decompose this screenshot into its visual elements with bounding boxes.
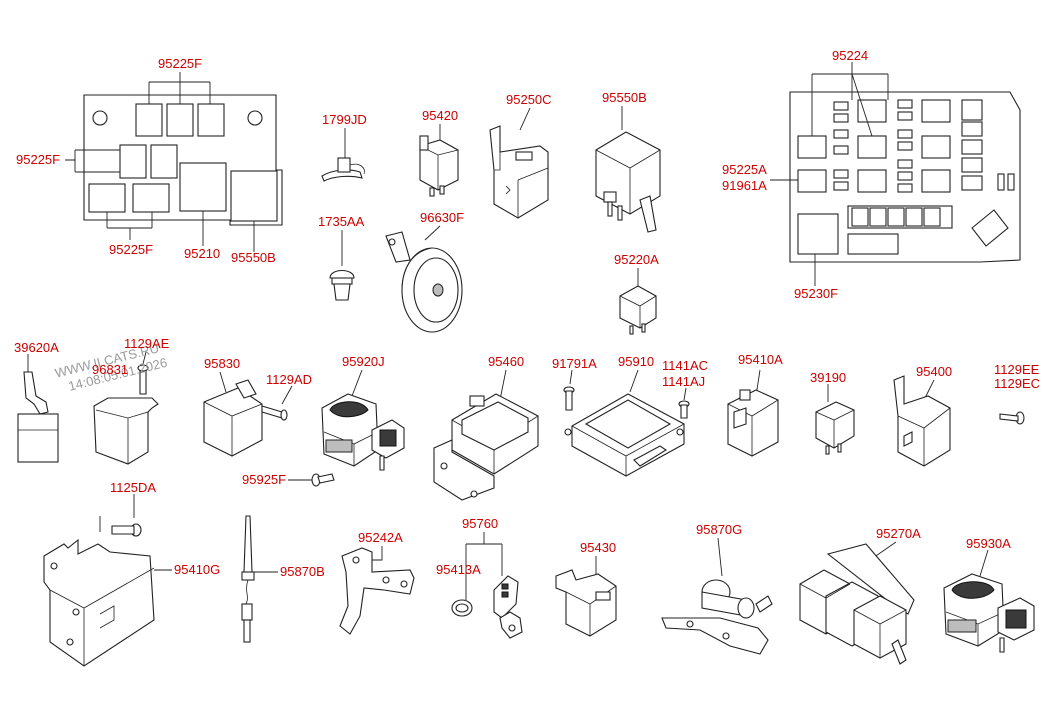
label-95410a[interactable]: 95410A (738, 352, 783, 367)
label-95250c[interactable]: 95250C (506, 92, 552, 107)
label-95225a[interactable]: 95225A (722, 162, 767, 177)
actuator-95870g[interactable] (661, 537, 773, 655)
module-95460[interactable] (433, 369, 539, 501)
label-95460[interactable]: 95460 (488, 354, 524, 369)
horn-96630f[interactable] (385, 225, 463, 333)
module-95400[interactable] (893, 375, 951, 467)
label-95930a[interactable]: 95930A (966, 536, 1011, 551)
sensor-95920j[interactable] (321, 369, 405, 471)
module-95430[interactable] (555, 556, 617, 637)
label-95910[interactable]: 95910 (618, 354, 654, 369)
label-91961a[interactable]: 91961A (722, 178, 767, 193)
label-39190[interactable]: 39190 (810, 370, 846, 385)
module-95910[interactable] (564, 369, 685, 477)
label-39620a[interactable]: 39620A (14, 340, 59, 355)
label-95225f-bottom[interactable]: 95225F (109, 242, 153, 257)
label-1735aa[interactable]: 1735AA (318, 214, 365, 229)
label-95410g[interactable]: 95410G (174, 562, 220, 577)
label-95220a[interactable]: 95220A (614, 252, 659, 267)
label-1799jd[interactable]: 1799JD (322, 112, 367, 127)
label-95550b-b[interactable]: 95550B (602, 90, 647, 105)
label-95210[interactable]: 95210 (184, 246, 220, 261)
label-95870g[interactable]: 95870G (696, 522, 742, 537)
label-95270a[interactable]: 95270A (876, 526, 921, 541)
label-95413a[interactable]: 95413A (436, 562, 481, 577)
module-95250c[interactable] (489, 107, 549, 219)
bolt-1141ac[interactable] (678, 387, 690, 419)
label-1141ac[interactable]: 1141AC (662, 358, 708, 373)
label-95225f-left[interactable]: 95225F (16, 152, 60, 167)
label-1129ae[interactable]: 1129AE (124, 336, 170, 351)
label-96831[interactable]: 96831 (92, 362, 128, 377)
label-95830[interactable]: 95830 (204, 356, 240, 371)
label-95230f[interactable]: 95230F (794, 286, 838, 301)
label-95225f-top[interactable]: 95225F (158, 56, 202, 71)
label-95430[interactable]: 95430 (580, 540, 616, 555)
label-1129ee[interactable]: 1129EE (994, 362, 1040, 377)
label-91791a[interactable]: 91791A (552, 356, 597, 371)
label-95760[interactable]: 95760 (462, 516, 498, 531)
bolt-1129ee[interactable] (999, 411, 1025, 425)
label-1125da[interactable]: 1125DA (110, 480, 156, 495)
junction-block-left[interactable] (65, 72, 283, 252)
label-95550b-a[interactable]: 95550B (231, 250, 276, 265)
label-1129ec[interactable]: 1129EC (994, 376, 1040, 391)
label-95400[interactable]: 95400 (916, 364, 952, 379)
bracket-95242a[interactable] (339, 546, 415, 635)
label-96630f[interactable]: 96630F (420, 210, 464, 225)
module-96831[interactable] (93, 351, 159, 465)
bolt-95925f[interactable] (288, 473, 335, 487)
relay-pack-95270a[interactable] (799, 541, 915, 665)
label-1141aj[interactable]: 1141AJ (662, 374, 705, 389)
antenna-95870b[interactable] (241, 515, 278, 643)
transmitter-95760[interactable] (451, 532, 523, 639)
grommet-1735aa[interactable] (329, 230, 355, 301)
module-95830[interactable] (203, 371, 293, 457)
label-95920j[interactable]: 95920J (342, 354, 385, 369)
sensor-95930a[interactable] (943, 549, 1035, 653)
wire-clip-1799jd[interactable] (321, 128, 365, 182)
module-95410a[interactable] (727, 369, 779, 457)
label-95224[interactable]: 95224 (832, 48, 868, 63)
module-95410g[interactable] (43, 494, 172, 667)
label-95420[interactable]: 95420 (422, 108, 458, 123)
junction-block-right[interactable] (770, 62, 1021, 286)
label-95925f[interactable]: 95925F (242, 472, 286, 487)
relay-box-95550b[interactable] (595, 106, 661, 233)
sensor-39620a[interactable] (17, 354, 59, 463)
label-95870b[interactable]: 95870B (280, 564, 325, 579)
relay-95220a[interactable] (619, 268, 657, 335)
label-1129ad[interactable]: 1129AD (266, 372, 312, 387)
label-95242a[interactable]: 95242A (358, 530, 403, 545)
relay-39190[interactable] (815, 384, 855, 455)
relay-95420[interactable] (419, 124, 459, 197)
bolt-91791a[interactable] (563, 369, 575, 411)
